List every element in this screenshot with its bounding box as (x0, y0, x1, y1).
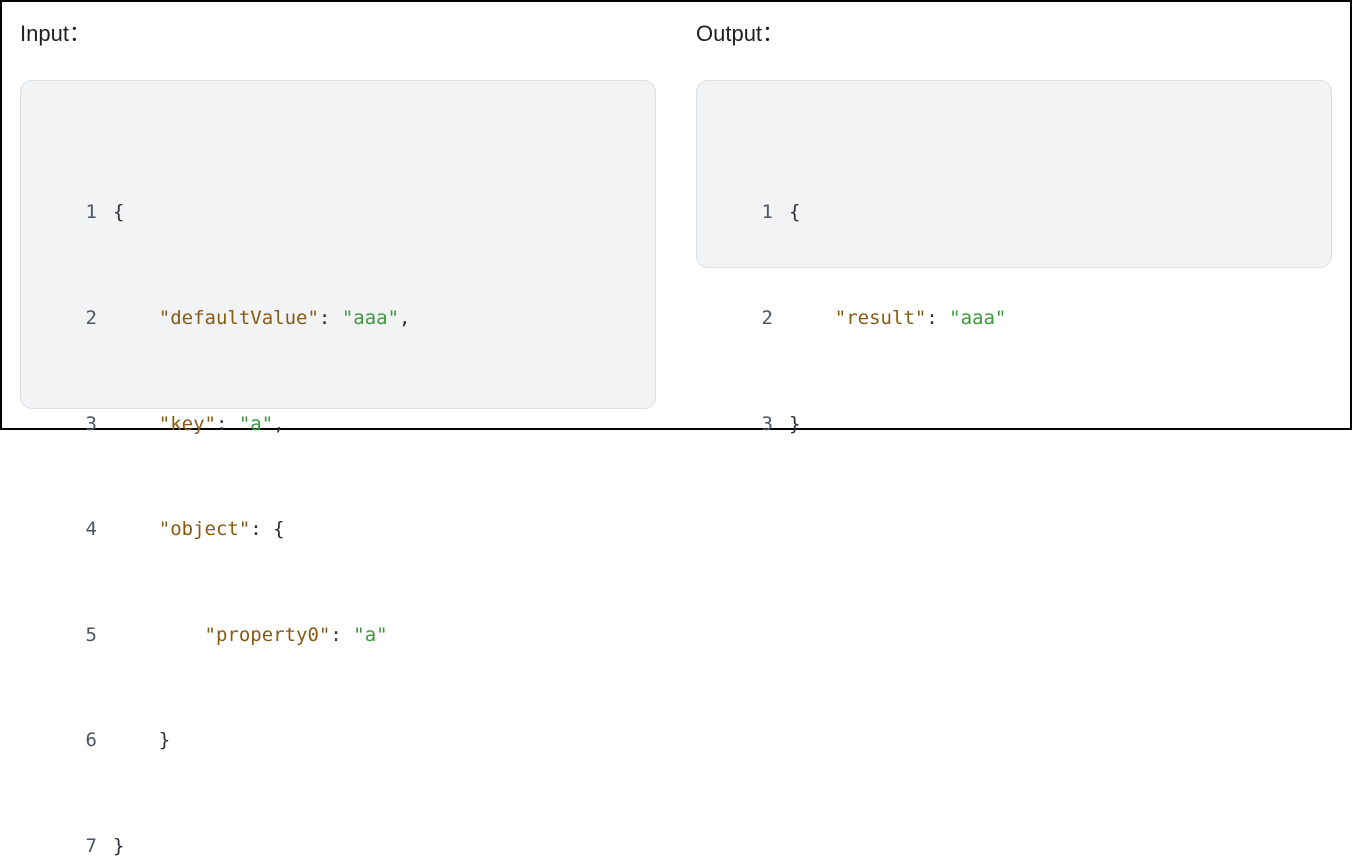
output-code: 1{ 2 "result": "aaa" 3} (755, 125, 1007, 512)
input-code: 1{ 2 "defaultValue": "aaa", 3 "key": "a"… (79, 125, 411, 860)
line-number: 2 (761, 307, 773, 329)
line-number: 4 (85, 518, 97, 541)
code-line: 5 "property0": "a" (79, 618, 410, 653)
code-line: 2 "defaultValue": "aaa", (79, 301, 411, 336)
line-number: 7 (85, 834, 97, 857)
code-line: 7} (79, 829, 410, 860)
input-code-block: 1{ 2 "defaultValue": "aaa", 3 "key": "a"… (20, 80, 656, 857)
json-string: "aaa" (949, 307, 1007, 329)
line-number: 3 (85, 412, 97, 435)
json-key: "key" (158, 412, 216, 435)
output-label: Output： (696, 21, 785, 46)
json-string: "a" (353, 623, 388, 646)
code-line: 3 "key": "a", (79, 407, 410, 442)
json-key: "defaultValue" (158, 307, 319, 329)
line-number: 2 (85, 307, 97, 329)
line-number: 3 (761, 412, 773, 435)
json-key: "object" (158, 518, 251, 541)
json-string: "aaa" (341, 307, 400, 329)
code-line: 4 "object": { (79, 512, 410, 547)
line-number: 6 (85, 729, 97, 752)
line-number: 1 (85, 201, 97, 224)
line-number: 1 (761, 201, 773, 224)
code-line: 3} (755, 407, 1006, 442)
input-label: Input： (20, 21, 91, 46)
code-line: 1{ (755, 195, 1006, 230)
code-line: 6 } (79, 723, 410, 758)
json-key: "result" (834, 307, 927, 329)
code-line: 1{ (79, 195, 410, 230)
json-string: "a" (238, 412, 274, 435)
line-number: 5 (85, 623, 97, 646)
output-code-block: 1{ 2 "result": "aaa" 3} (696, 80, 1332, 435)
json-key: "property0" (204, 623, 331, 646)
code-line: 2 "result": "aaa" (755, 301, 1007, 336)
